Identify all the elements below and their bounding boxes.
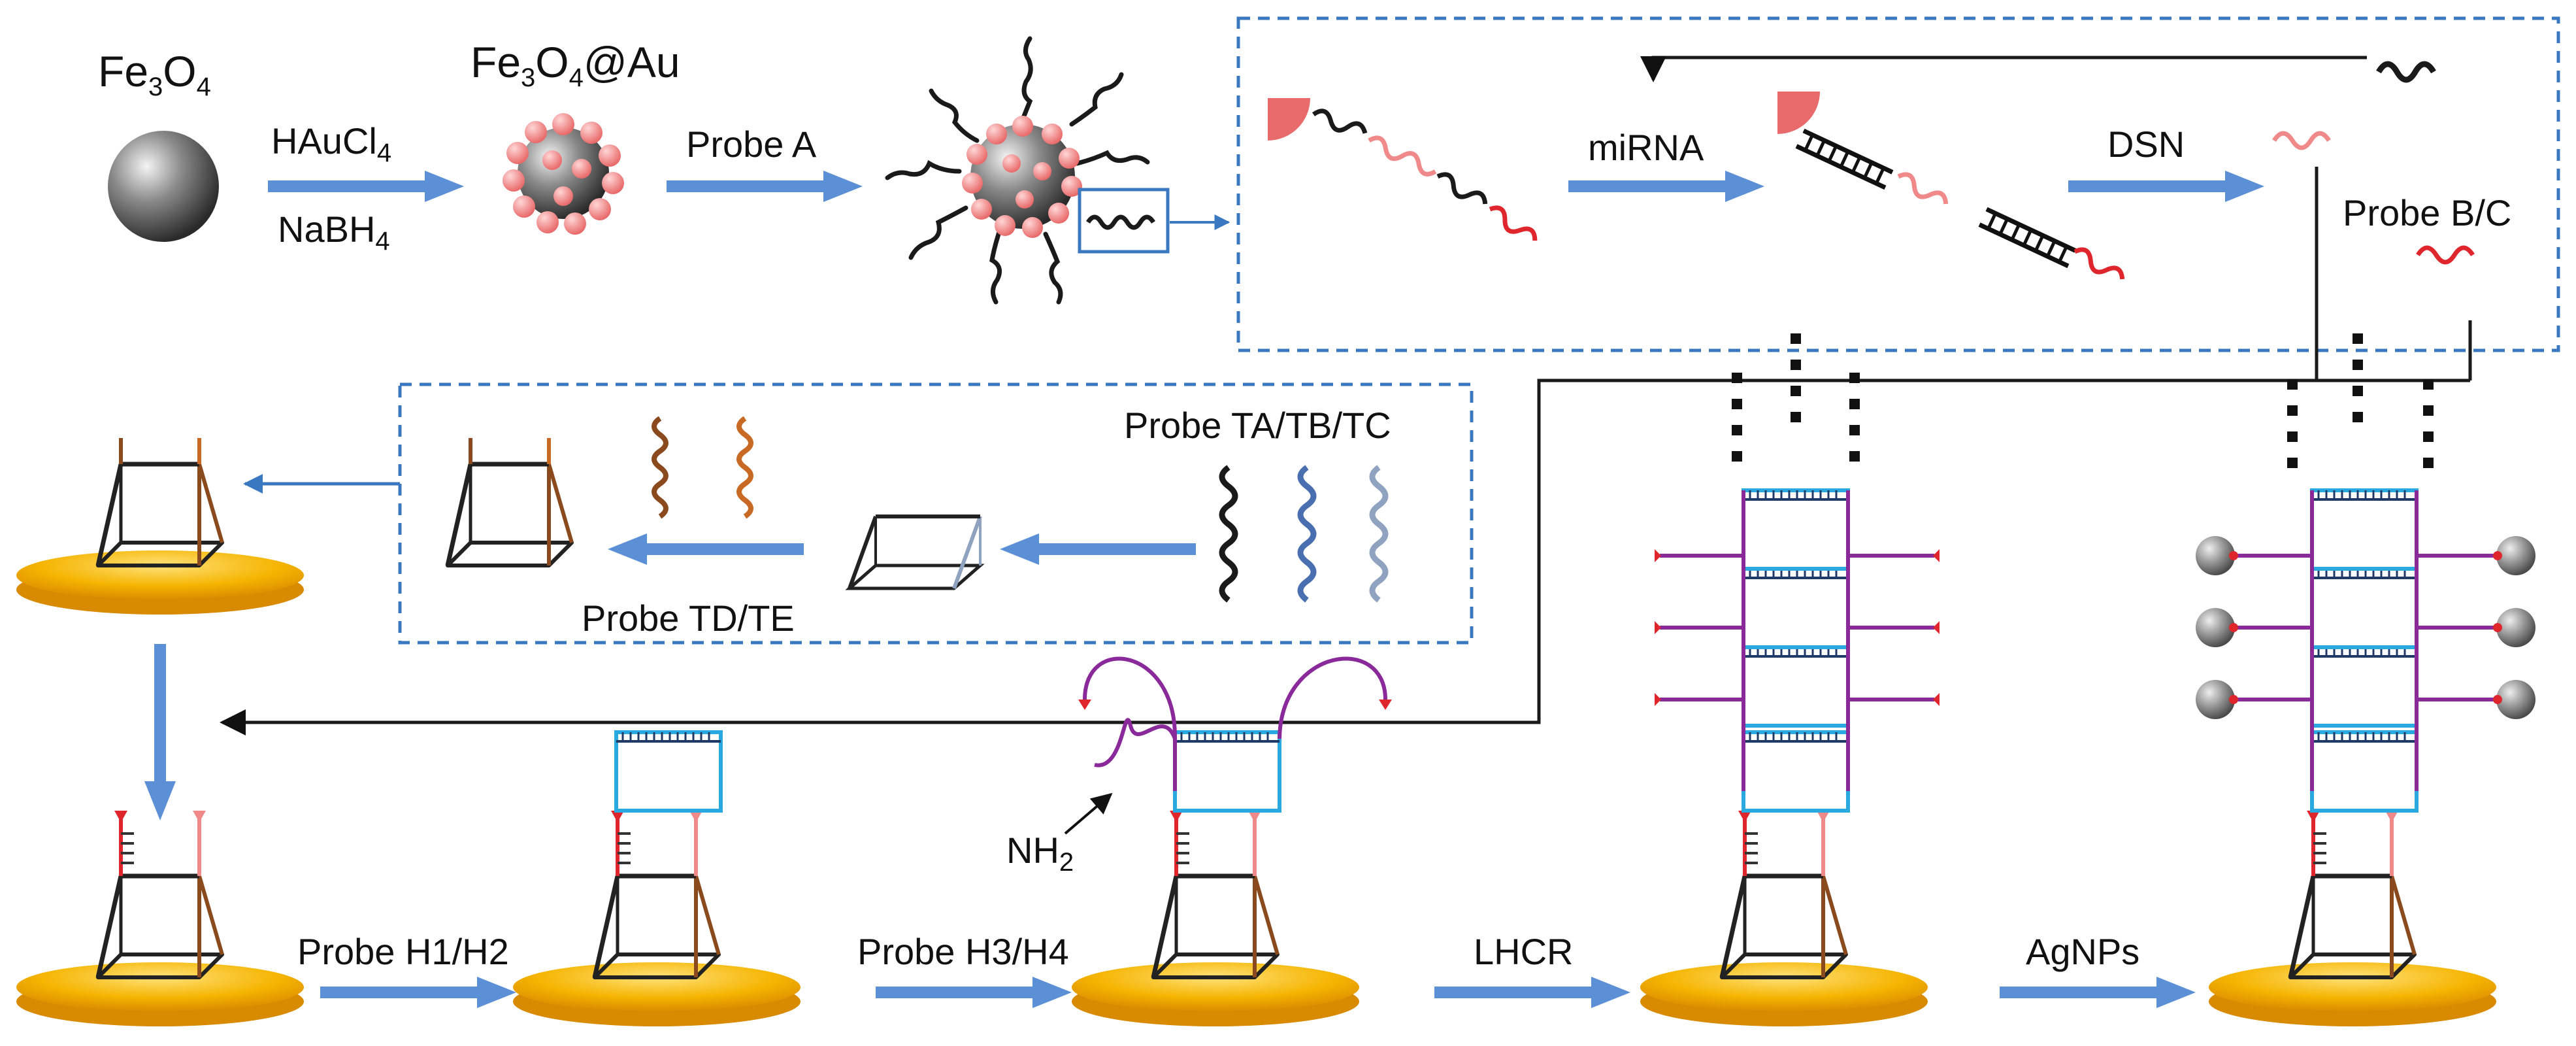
probe-a-label: Probe A	[686, 124, 817, 165]
mirna-label: miRNA	[1588, 127, 1704, 168]
arrow-ta-tb-tc	[1000, 533, 1196, 565]
arrow-dsn	[2068, 171, 2264, 202]
lhcr-label: LHCR	[1474, 931, 1573, 972]
mirna-recycle-arrow	[1640, 56, 2367, 82]
recycled-mirna-strand	[2376, 61, 2436, 83]
triangular-prism	[845, 515, 985, 590]
stage-h3-h4	[1072, 656, 1392, 1026]
fe3o4-label: Fe3O4	[98, 47, 211, 101]
probe-bc-label: Probe B/C	[2343, 192, 2511, 233]
released-pink-strand	[2272, 131, 2331, 150]
arrow-td-te	[608, 533, 804, 565]
probe-h3-h4-label: Probe H3/H4	[857, 931, 1069, 972]
stage-h1-h2	[513, 732, 801, 1026]
arrow-agnps	[2000, 977, 2196, 1008]
probe-c-strand	[2416, 245, 2475, 265]
dsn-label: DSN	[2107, 124, 2185, 165]
tetrahedron-assembly-box	[398, 382, 1474, 645]
fe3o4-au-particle	[503, 113, 624, 235]
probe-a-strand	[1268, 98, 1538, 241]
nh2-label: NH2	[1006, 830, 1074, 877]
agnps-label: AgNPs	[2026, 931, 2139, 972]
fe3o4-au-label: Fe3O4@Au	[471, 38, 680, 92]
tetrahedron-with-td-te	[448, 438, 572, 565]
probe-td-te-strands	[652, 416, 753, 519]
gold-electrode-tetrahedron	[16, 438, 304, 615]
arrow-h1-h2	[320, 977, 516, 1008]
probe-ta-tb-tc-label: Probe TA/TB/TC	[1124, 405, 1391, 446]
mirna-dsn-box	[1236, 16, 2560, 352]
arrow-probe-a	[667, 171, 863, 202]
probe-a-functionalized-particle	[885, 36, 1230, 305]
nabh4-label: NaBH4	[278, 209, 390, 256]
arrow-lhcr	[1434, 977, 1630, 1008]
arrow-h3-h4	[876, 977, 1072, 1008]
fe3o4-particle	[108, 131, 219, 242]
probe-td-te-label: Probe TD/TE	[582, 598, 795, 639]
arrow-mirna	[1568, 171, 1764, 202]
arrow-down	[144, 644, 176, 820]
stage-lhcr-polymer	[1640, 333, 1940, 1026]
stage-capture	[16, 811, 304, 1026]
nh2-pointer-arrow	[1064, 792, 1113, 835]
probe-ta-tb-tc-strands	[1219, 465, 1389, 603]
probe-bc-connector	[220, 167, 2472, 735]
stage-agnps-labeled	[2196, 333, 2535, 1026]
probe-h1-h2-label: Probe H1/H2	[297, 931, 509, 972]
haucl4-label: HAuCl4	[271, 120, 391, 167]
arrow-haucl4	[268, 171, 464, 202]
mirna-duplex	[1777, 92, 2125, 280]
